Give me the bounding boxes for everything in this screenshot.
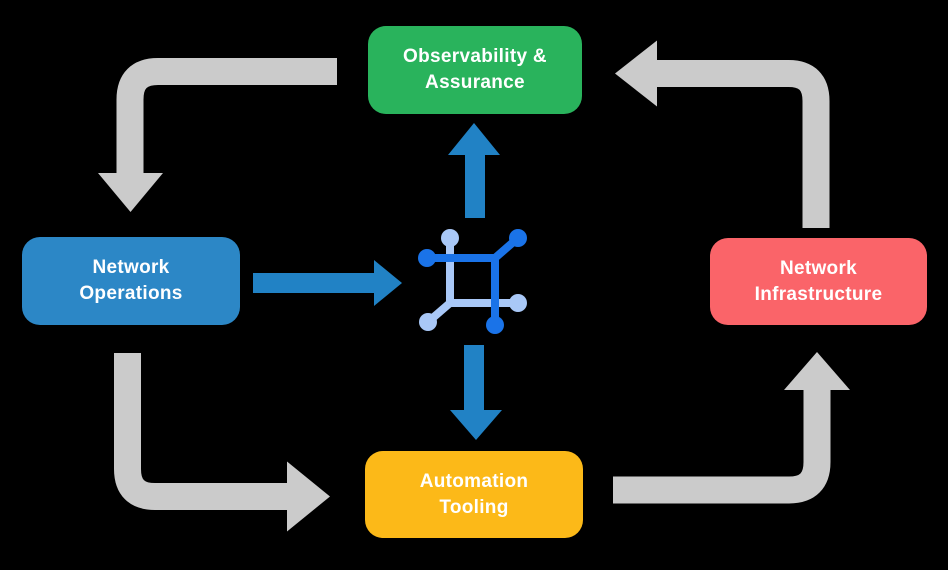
- icon-node-dot: [509, 294, 527, 312]
- icon-node-dot: [418, 249, 436, 267]
- arrow-head-left-icon: [615, 40, 657, 107]
- arrow-head-right-icon: [287, 461, 330, 532]
- node-label: Automation Tooling: [419, 470, 529, 518]
- arrow-shaft: [613, 389, 831, 504]
- icon-node-dot: [441, 229, 459, 247]
- arrow-platform-to-tooling: [450, 345, 502, 440]
- arrow-platform-to-observability: [448, 123, 500, 218]
- arrow-tooling-to-infrastructure: [613, 352, 850, 504]
- node-automation-tooling: Automation Tooling: [365, 451, 583, 538]
- arrow-head-down-icon: [98, 173, 163, 212]
- arrow-shaft: [116, 58, 337, 174]
- arrow-shaft: [114, 353, 288, 510]
- connected-network-icon: [418, 229, 527, 334]
- arrow-observability-to-operations: [98, 58, 337, 212]
- arrow-operations-to-tooling: [114, 353, 330, 532]
- node-label: Network Infrastructure: [754, 257, 883, 305]
- arrow-shaft: [656, 60, 830, 228]
- arrow-head-down-icon: [450, 410, 502, 440]
- node-network-operations: Network Operations: [22, 237, 240, 325]
- node-label: Observability & Assurance: [403, 46, 547, 93]
- icon-node-dot: [509, 229, 527, 247]
- icon-node-dot: [419, 313, 437, 331]
- node-observability-assurance: Observability & Assurance: [368, 26, 582, 114]
- arrow-operations-to-platform: [253, 260, 402, 306]
- arrow-head-up-icon: [784, 352, 850, 390]
- arrow-head-right-icon: [374, 260, 402, 306]
- arrow-infrastructure-to-observability: [615, 40, 830, 228]
- icon-node-dot: [486, 316, 504, 334]
- arrow-head-up-icon: [448, 123, 500, 155]
- node-network-infrastructure: Network Infrastructure: [710, 238, 927, 325]
- node-label: Network Operations: [79, 257, 183, 304]
